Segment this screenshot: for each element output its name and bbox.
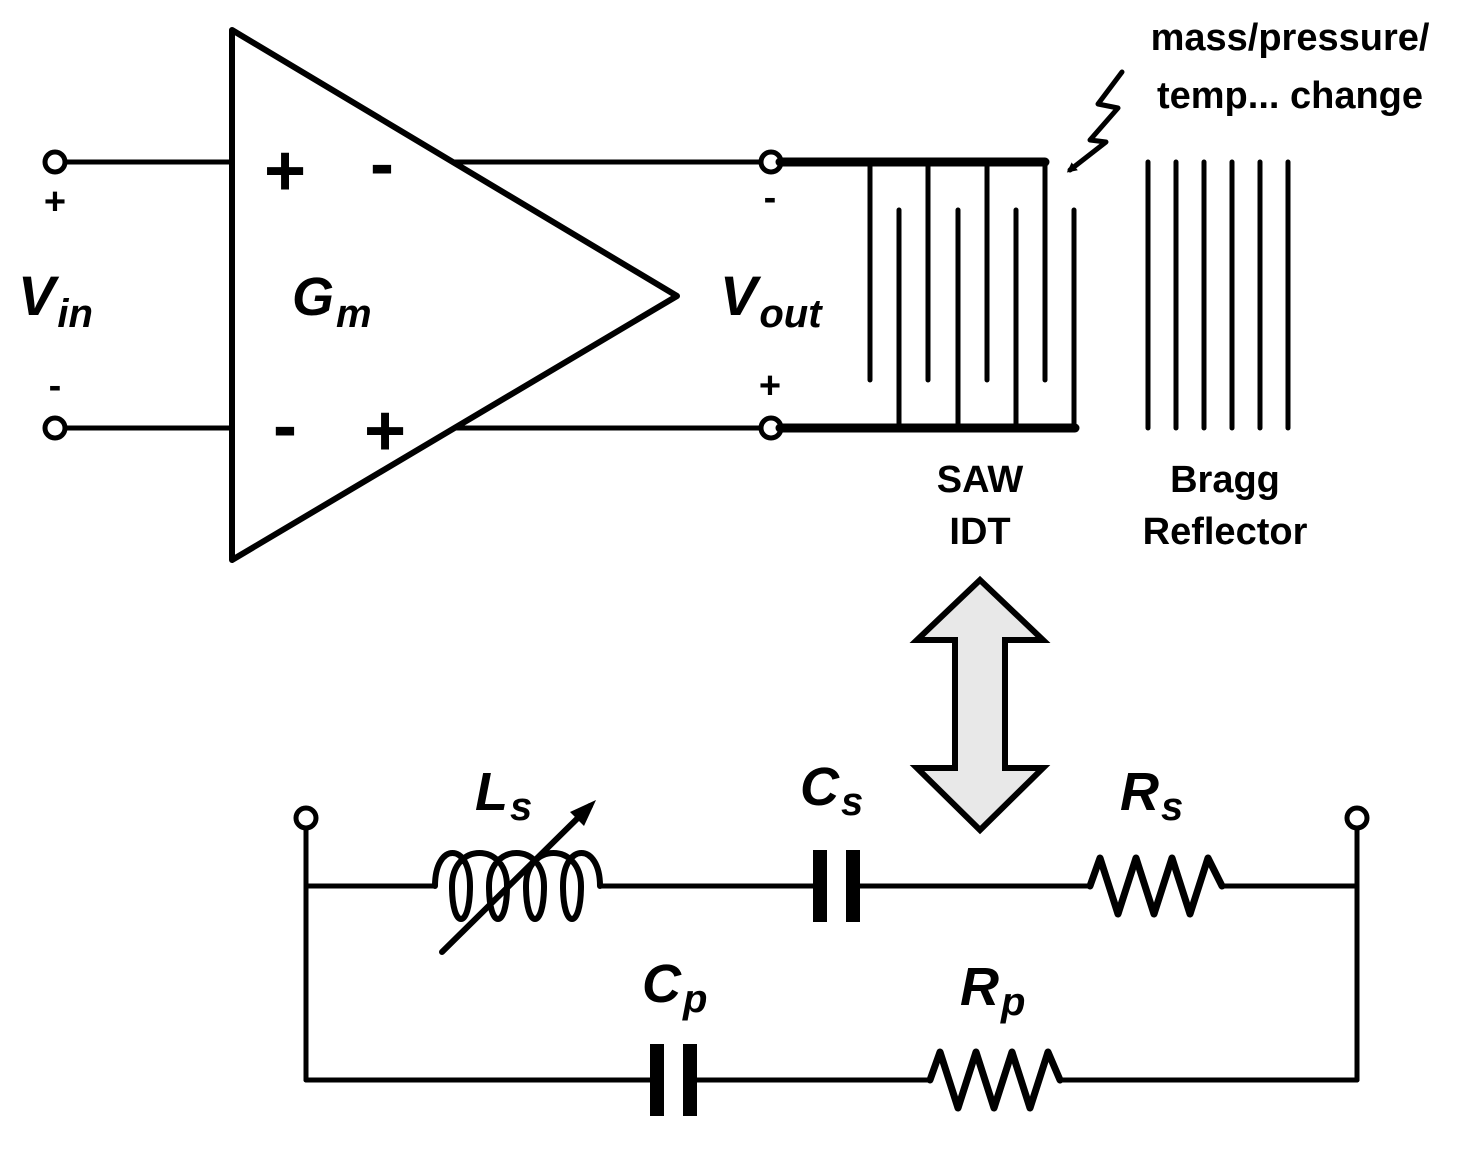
input-port: + - Vin	[18, 149, 93, 441]
stimulus-label-line1: mass/pressure/	[1151, 17, 1430, 59]
idt-label-line1: SAW	[937, 459, 1024, 501]
resistor-rs	[1086, 854, 1226, 918]
vin-label: Vin	[18, 264, 93, 336]
amp-in-plus-sign: +	[264, 131, 306, 211]
ls-label: Ls	[475, 762, 532, 829]
reflector-label-line1: Bragg	[1170, 459, 1280, 501]
vout-label: Vout	[720, 264, 823, 336]
saw-idt: SAW IDT	[775, 157, 1080, 553]
gm-amplifier: + - - + Gm	[59, 27, 765, 563]
resistor-rp	[926, 1048, 1064, 1112]
inductor-ls	[432, 800, 603, 955]
rs-label: Rs	[1120, 762, 1183, 829]
idt-label-line2: IDT	[949, 511, 1010, 553]
capacitor-cs	[813, 850, 860, 922]
output-port: - + Vout	[720, 149, 823, 441]
input-plus-terminal[interactable]	[42, 149, 68, 175]
amp-in-minus-sign: -	[273, 386, 297, 466]
amp-out-plus-sign: +	[364, 391, 406, 471]
capacitor-cp	[650, 1044, 697, 1116]
equivalence-double-arrow-icon	[909, 575, 1051, 835]
vin-plus-sign: +	[44, 181, 66, 223]
amp-out-minus-sign: -	[370, 124, 394, 204]
cp-label: Cp	[642, 954, 707, 1021]
cs-label: Cs	[800, 757, 863, 824]
lightning-arrow-icon	[1066, 69, 1125, 173]
bvd-left-terminal[interactable]	[293, 805, 319, 831]
reflector-label-line2: Reflector	[1143, 511, 1308, 553]
variable-arrowhead-icon	[570, 800, 596, 826]
stimulus-label-line2: temp... change	[1157, 75, 1423, 117]
vout-minus-sign: -	[764, 177, 777, 219]
gm-label: Gm	[292, 267, 372, 336]
bvd-right-terminal[interactable]	[1344, 805, 1370, 831]
bvd-equivalent-circuit: Ls Cs Rs Cp Rp	[293, 757, 1370, 1116]
rp-label: Rp	[960, 957, 1025, 1024]
vin-minus-sign: -	[49, 365, 62, 407]
input-minus-terminal[interactable]	[42, 415, 68, 441]
variable-arrow-icon	[439, 803, 593, 955]
vout-plus-sign: +	[759, 365, 781, 407]
stimulus: mass/pressure/ temp... change	[1066, 17, 1430, 173]
bragg-reflector: Bragg Reflector	[1143, 159, 1308, 553]
